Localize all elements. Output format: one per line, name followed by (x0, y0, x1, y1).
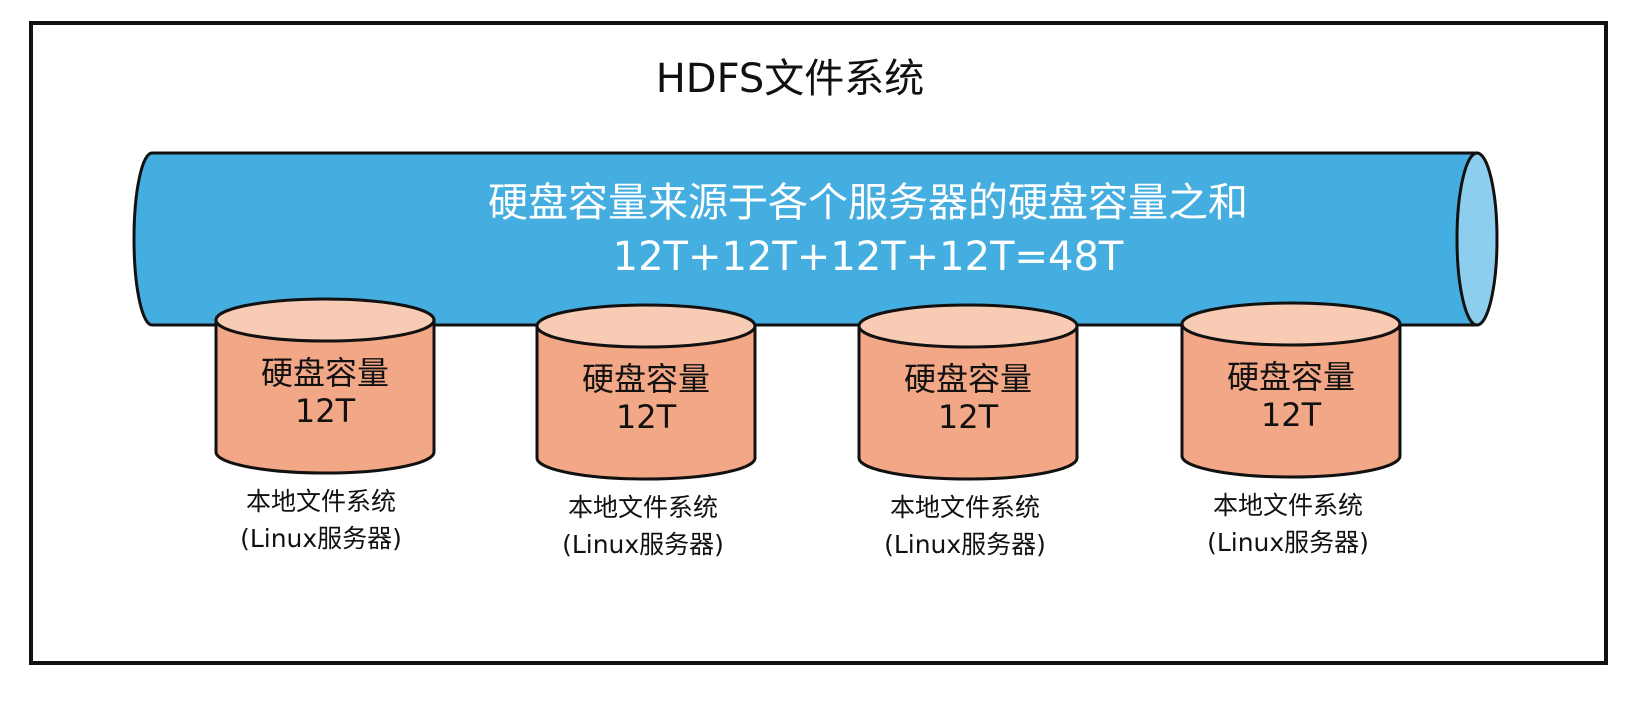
local-fs-label: 本地文件系统 (1213, 491, 1363, 520)
disk-capacity: 12T (616, 398, 677, 436)
local-fs-label: 本地文件系统 (246, 487, 396, 516)
server-label: (Linux服务器) (240, 524, 402, 553)
disk-capacity: 12T (938, 398, 999, 436)
disk-cylinder-top (214, 297, 436, 343)
disk-cylinder-top (1180, 301, 1402, 347)
local-fs-label: 本地文件系统 (568, 493, 718, 522)
disk-capacity: 12T (1261, 396, 1322, 434)
server-label: (Linux服务器) (562, 530, 724, 559)
server-node-2: 硬盘容量 12T 本地文件系统 (Linux服务器) (535, 303, 757, 559)
diagram-title: HDFS文件系统 (656, 56, 925, 102)
local-fs-label: 本地文件系统 (890, 493, 1040, 522)
server-node-4: 硬盘容量 12T 本地文件系统 (Linux服务器) (1180, 301, 1402, 557)
disk-label: 硬盘容量 (582, 360, 710, 398)
server-node-1: 硬盘容量 12T 本地文件系统 (Linux服务器) (214, 297, 436, 553)
disk-label: 硬盘容量 (261, 354, 389, 392)
disk-label: 硬盘容量 (1227, 358, 1355, 396)
pool-description: 硬盘容量来源于各个服务器的硬盘容量之和 (488, 180, 1248, 226)
server-label: (Linux服务器) (884, 530, 1046, 559)
disk-cylinder-body (857, 326, 1079, 481)
pipe-body (132, 151, 1479, 327)
pipe-end-cap (1455, 151, 1499, 327)
disk-cylinder-top (857, 303, 1079, 349)
pool-total-capacity: 12T+12T+12T+12T=48T (613, 234, 1124, 280)
storage-pool-pipe: 硬盘容量来源于各个服务器的硬盘容量之和 12T+12T+12T+12T=48T (132, 151, 1499, 327)
disk-capacity: 12T (295, 392, 356, 430)
server-node-3: 硬盘容量 12T 本地文件系统 (Linux服务器) (857, 303, 1079, 559)
disk-cylinder-body (214, 320, 436, 475)
server-label: (Linux服务器) (1207, 528, 1369, 557)
disk-cylinder-top (535, 303, 757, 349)
disk-cylinder-body (535, 326, 757, 481)
disk-cylinder-body (1180, 324, 1402, 479)
disk-label: 硬盘容量 (904, 360, 1032, 398)
